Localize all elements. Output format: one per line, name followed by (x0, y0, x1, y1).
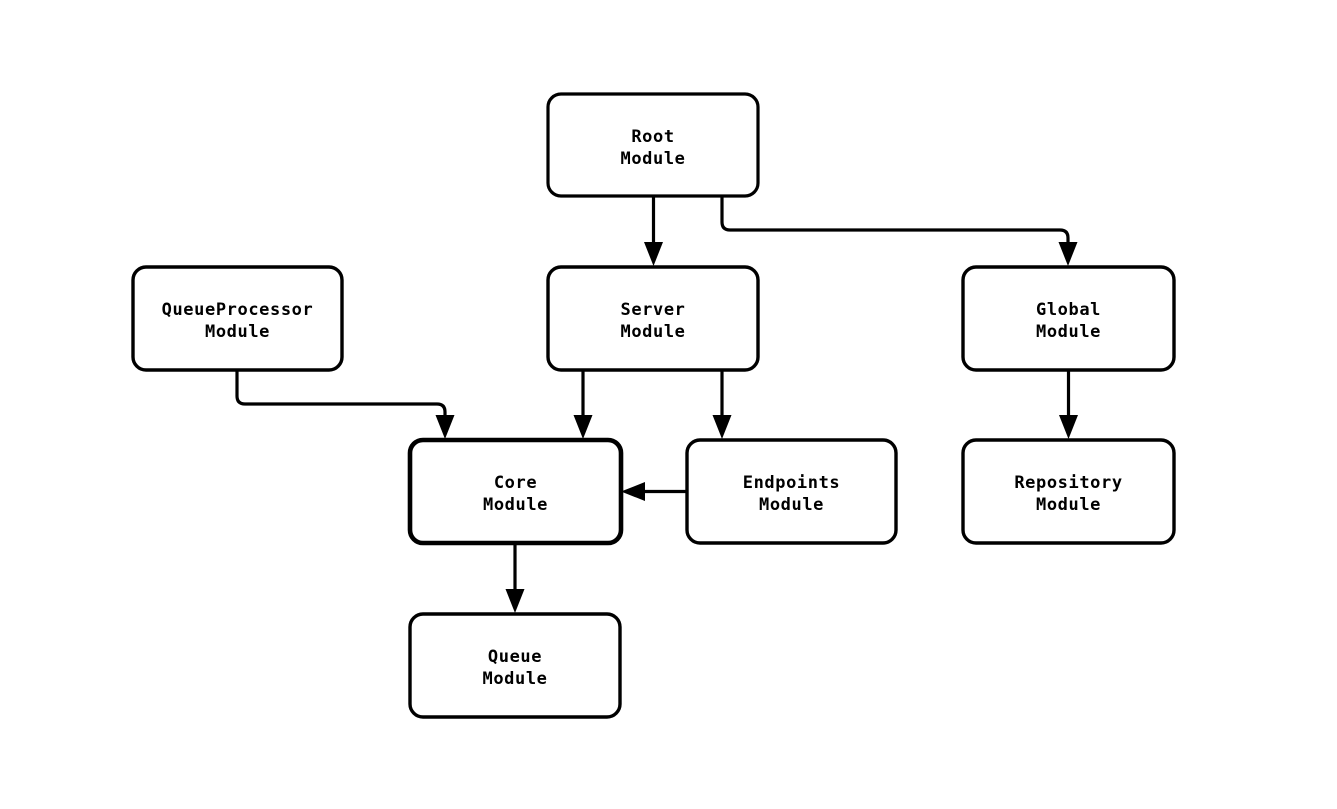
node-server-module-box[interactable] (546, 265, 760, 372)
edge-endpoints-to-core-arrowhead (621, 482, 645, 501)
node-repository-module[interactable]: Repository Module (961, 438, 1176, 545)
edge-root-to-global (720, 196, 1078, 266)
node-root-module-label-line1: Root (631, 127, 674, 147)
node-queueprocessor-module[interactable]: QueueProcessor Module (131, 265, 344, 372)
node-root-module-label-line2: Module (620, 149, 685, 169)
edge-queueprocessor-to-core-line (235, 370, 447, 425)
node-endpoints-module-label-line1: Endpoints (743, 473, 841, 493)
edge-global-to-repository-arrowhead (1059, 415, 1078, 439)
edge-server-to-core (573, 370, 593, 439)
node-core-module-label-line1: Core (494, 473, 537, 493)
node-server-module-label-line1: Server (620, 300, 685, 320)
edge-root-to-global-line (720, 196, 1070, 252)
node-global-module-label-line1: Global (1036, 300, 1101, 320)
edge-root-to-server (644, 196, 663, 266)
node-queue-module-label-line1: Queue (488, 647, 542, 667)
node-repository-module-label-line2: Module (1036, 495, 1101, 515)
edge-queueprocessor-to-core-arrowhead (435, 415, 455, 439)
node-global-module-label-line2: Module (1036, 322, 1101, 342)
node-queue-module[interactable]: Queue Module (408, 612, 622, 719)
node-queueprocessor-module-label-line2: Module (205, 322, 270, 342)
node-server-module[interactable]: Server Module (546, 265, 760, 372)
node-queueprocessor-module-box[interactable] (131, 265, 344, 372)
edge-root-to-global-arrowhead (1058, 242, 1078, 266)
edge-core-to-queue (505, 543, 525, 613)
edge-server-to-endpoints (712, 370, 732, 439)
node-core-module-box[interactable] (407, 437, 624, 546)
node-endpoints-module-box[interactable] (685, 438, 898, 545)
node-queue-module-label-line2: Module (482, 669, 547, 689)
node-queue-module-box[interactable] (408, 612, 622, 719)
edge-queueprocessor-to-core (235, 370, 455, 439)
node-core-module[interactable]: Core Module (407, 437, 624, 546)
edge-server-to-endpoints-arrowhead (712, 415, 732, 439)
node-endpoints-module-label-line2: Module (759, 495, 824, 515)
node-global-module[interactable]: Global Module (961, 265, 1176, 372)
node-global-module-box[interactable] (961, 265, 1176, 372)
node-repository-module-label-line1: Repository (1014, 473, 1122, 493)
node-core-module-label-line2: Module (483, 495, 548, 515)
edge-core-to-queue-arrowhead (505, 589, 525, 613)
node-root-module-box[interactable] (546, 92, 760, 198)
node-repository-module-box[interactable] (961, 438, 1176, 545)
node-queueprocessor-module-label-line1: QueueProcessor (162, 300, 314, 320)
edge-global-to-repository (1059, 370, 1078, 439)
edge-server-to-core-arrowhead (573, 415, 593, 439)
edge-endpoints-to-core (621, 482, 687, 501)
node-root-module[interactable]: Root Module (546, 92, 760, 198)
node-endpoints-module[interactable]: Endpoints Module (685, 438, 898, 545)
edge-root-to-server-arrowhead (644, 242, 663, 266)
node-server-module-label-line2: Module (620, 322, 685, 342)
